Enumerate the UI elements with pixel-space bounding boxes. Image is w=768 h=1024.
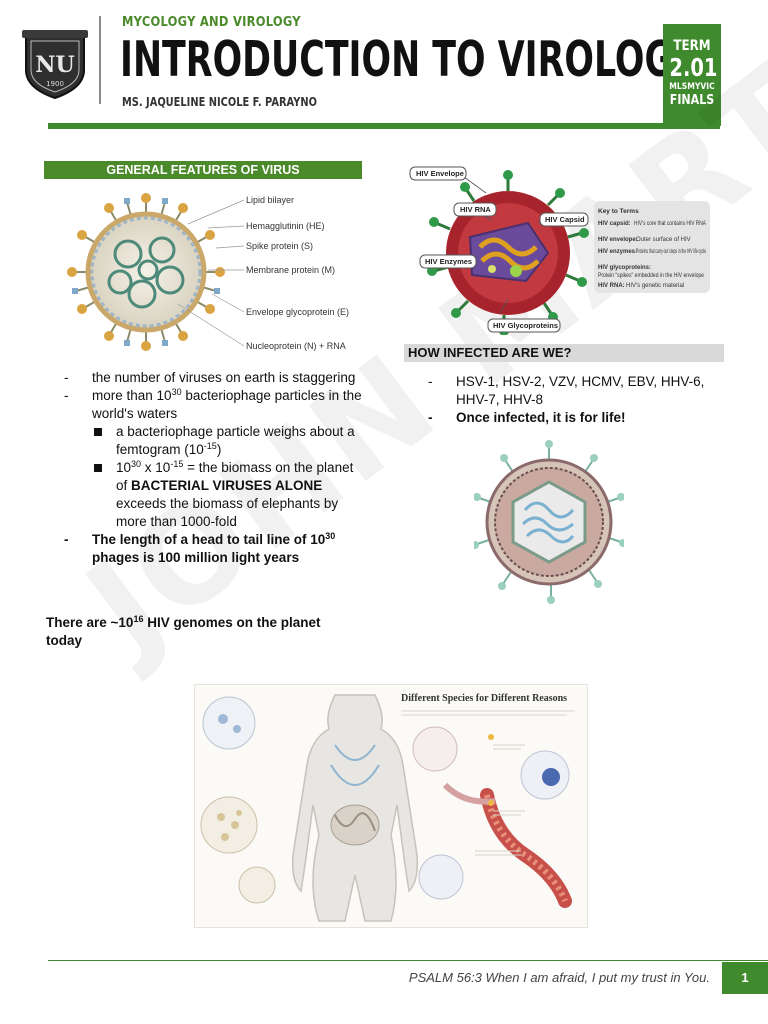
hiv-key-text-enzymes: Proteins that carry out steps in the HIV…	[636, 249, 706, 255]
term-label: TERM	[673, 38, 711, 54]
herpesvirus-figure	[471, 440, 627, 604]
infographic-title: Different Species for Different Reasons	[401, 693, 567, 704]
viral-infection-infographic: Different Species for Different Reasons	[194, 684, 588, 928]
term-period: FINALS	[669, 93, 715, 108]
general-features-banner: GENERAL FEATURES OF VIRUS	[44, 161, 362, 179]
label-spike-protein: Spike protein (S)	[246, 241, 313, 251]
label-hiv-glycoproteins: HIV Glycoproteins	[493, 321, 558, 330]
herpes-viruses-list: -HSV-1, HSV-2, VZV, HCMV, EBV, HHV-6, HH…	[428, 373, 728, 427]
label-hiv-enzymes: HIV Enzymes	[425, 257, 472, 266]
virus-structure-figure: Lipid bilayer Hemagglutinin (HE) Spike p…	[48, 184, 368, 360]
hiv-key-term-glycoproteins: HIV glycoproteins:	[598, 265, 651, 271]
hiv-key-text-envelope: Outer surface of HIV	[636, 237, 691, 243]
label-membrane-protein: Membrane protein (M)	[246, 265, 335, 275]
header-rule	[48, 123, 720, 129]
label-hiv-envelope: HIV Envelope	[416, 169, 464, 178]
list-item: -Once infected, it is for life!	[428, 410, 626, 425]
hiv-key-text-glycoproteins: Protein "spikes" embedded in the HIV env…	[598, 273, 705, 279]
hiv-key-term-rna: HIV RNA:	[598, 283, 625, 289]
page-title: INTRODUCTION TO VIROLOGY	[120, 31, 698, 88]
label-hemagglutinin: Hemagglutinin (HE)	[246, 221, 325, 231]
virus-facts-list: -the number of viruses on earth is stagg…	[64, 369, 364, 567]
hiv-key-title: Key to Terms	[598, 208, 639, 215]
hiv-key-term-envelope: HIV envelope:	[598, 237, 638, 243]
subject-label: MYCOLOGY AND VIROLOGY	[122, 14, 301, 30]
label-hiv-rna: HIV RNA	[460, 205, 491, 214]
list-item: -the number of viruses on earth is stagg…	[64, 370, 356, 385]
list-item: -more than 1030 bacteriophage particles …	[64, 387, 362, 422]
author-name: MS. JAQUELINE NICOLE F. PARAYNO	[122, 95, 317, 109]
list-subitem: 1030 x 10-15 = the biomass on the planet…	[64, 459, 364, 531]
logo-monogram: NU	[35, 52, 74, 78]
label-envelope-glycoprotein: Envelope glycoprotein (E)	[246, 307, 349, 317]
header-divider	[99, 16, 101, 104]
course-code: MLSMYVIC	[669, 82, 715, 92]
hiv-key-text-rna: HIV's genetic material	[626, 283, 684, 289]
label-hiv-capsid: HIV Capsid	[545, 215, 585, 224]
label-lipid-bilayer: Lipid bilayer	[246, 195, 294, 205]
term-number: 2.01	[669, 53, 718, 82]
list-subitem: a bacteriophage particle weighs about a …	[64, 423, 364, 459]
list-item: -The length of a head to tail line of 10…	[64, 531, 336, 566]
hiv-key-text-capsid: HIV's core that contains HIV RNA	[634, 221, 706, 227]
hiv-key-term-enzymes: HIV enzymes:	[598, 249, 637, 255]
logo-year: 1900	[46, 80, 64, 88]
footer-verse: PSALM 56:3 When I am afraid, I put my tr…	[408, 970, 710, 985]
list-item: -HSV-1, HSV-2, VZV, HCMV, EBV, HHV-6, HH…	[428, 374, 705, 407]
footer-rule	[48, 960, 768, 961]
how-infected-banner: HOW INFECTED ARE WE?	[404, 344, 724, 362]
page-number: 1	[722, 962, 768, 994]
hiv-structure-figure: HIV Envelope HIV RNA HIV Capsid HIV Enzy…	[408, 163, 720, 336]
hiv-key-box	[594, 201, 710, 293]
label-nucleoprotein: Nucleoprotein (N) + RNA	[246, 341, 346, 351]
term-badge: TERM 2.01 MLSMYVIC FINALS	[663, 24, 721, 126]
hiv-genomes-statement: There are ~1016 HIV genomes on the plane…	[46, 614, 321, 649]
university-logo: NU 1900	[22, 26, 88, 100]
hiv-key-term-capsid: HIV capsid:	[598, 221, 631, 227]
